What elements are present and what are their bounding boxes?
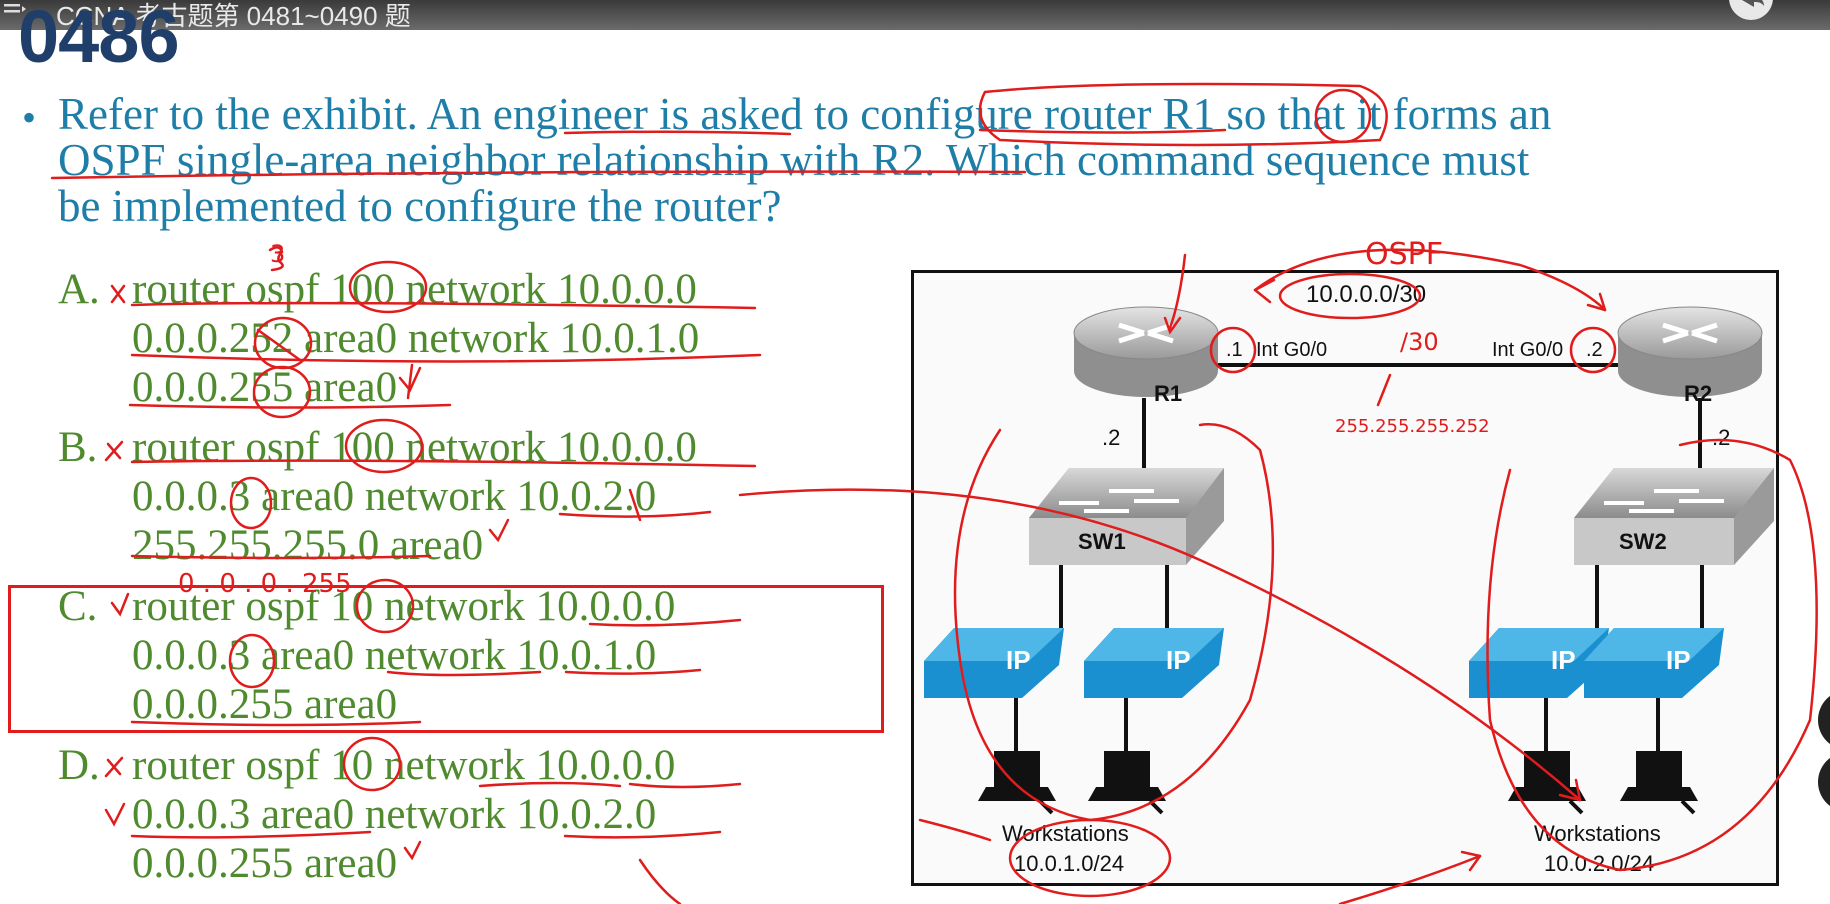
ip-phone-icon xyxy=(1584,628,1724,698)
player-control-button[interactable] xyxy=(1818,690,1830,750)
video-top-bar: CCNA 考古题第 0481~0490 题 xyxy=(0,0,1830,31)
ip-phone-icon xyxy=(924,628,1064,698)
workstation-icon xyxy=(1088,751,1166,815)
option-letter: B. xyxy=(58,424,98,471)
option-line: 0.0.0.255 area0 xyxy=(132,681,398,728)
ws2-label: Workstations xyxy=(1534,821,1661,846)
router-icon xyxy=(1073,306,1219,397)
r1-label: R1 xyxy=(1154,381,1183,406)
workstation-icon xyxy=(978,751,1056,815)
network-exhibit: R1 R2 .1 Int G0/0 Int G0/0 .2 10.0.0.0/3… xyxy=(911,270,1779,886)
workstation-icon xyxy=(1620,751,1698,815)
sw1-label: SW1 xyxy=(1078,529,1126,554)
video-title: CCNA 考古题第 0481~0490 题 xyxy=(56,1,411,31)
question-line-1: Refer to the exhibit. An engineer is ask… xyxy=(58,89,1552,139)
phone-label: IP xyxy=(1166,645,1191,675)
sw2-label: SW2 xyxy=(1619,529,1667,554)
r2-intf-ip: .2 xyxy=(1586,339,1603,361)
r2-intf: Int G0/0 xyxy=(1492,339,1564,361)
option-line: router ospf 10 network 10.0.0.0 xyxy=(132,742,676,789)
phone-label: IP xyxy=(1551,645,1576,675)
topology-diagram xyxy=(924,306,1774,815)
option-letter: D. xyxy=(58,742,100,789)
link-subnet: 10.0.0.0/30 xyxy=(1306,281,1427,308)
r1-intf: Int G0/0 xyxy=(1256,339,1328,361)
question-line-3: be implemented to configure the router? xyxy=(58,181,782,231)
share-icon[interactable] xyxy=(1728,0,1774,22)
ip-phone-icon xyxy=(1084,628,1224,698)
playlist-menu-icon[interactable] xyxy=(4,2,26,20)
option-line: 0.0.0.3 area0 network 10.0.2.0 xyxy=(132,791,657,838)
option-letter: C. xyxy=(58,583,98,630)
option-line: 0.0.0.255 area0 xyxy=(132,840,398,887)
workstation-icon xyxy=(1508,751,1586,815)
r1-lan-ip: .2 xyxy=(1102,425,1121,450)
r1-intf-ip: .1 xyxy=(1226,339,1243,361)
r2-lan-ip: .2 xyxy=(1712,425,1731,450)
option-line: 0.0.0.3 area0 network 10.0.2.0 xyxy=(132,473,657,520)
player-control-button[interactable] xyxy=(1818,752,1830,812)
switch-icon xyxy=(1574,468,1774,565)
bullet: • xyxy=(22,95,37,140)
option-line: 0.0.0.255 area0 xyxy=(132,364,398,411)
correct-answer-highlight xyxy=(8,585,884,733)
question-number: 0486 xyxy=(18,0,180,78)
ws2-subnet: 10.0.2.0/24 xyxy=(1544,851,1655,876)
option-line: router ospf 100 network 10.0.0.0 xyxy=(132,266,697,313)
option-letter: A. xyxy=(58,266,100,313)
handwritten-ospf: OSPF xyxy=(1365,237,1443,272)
handwritten-three: 3 xyxy=(270,240,285,268)
phone-label: IP xyxy=(1666,645,1691,675)
ws1-subnet: 10.0.1.0/24 xyxy=(1014,851,1125,876)
ws1-label: Workstations xyxy=(1002,821,1129,846)
r2-label: R2 xyxy=(1684,381,1713,406)
option-line: 0.0.0.252 area0 network 10.0.1.0 xyxy=(132,315,700,362)
option-line: 255.255.255.0 area0 xyxy=(132,522,484,569)
question-line-2: OSPF single-area neighbor relationship w… xyxy=(58,135,1530,185)
phone-label: IP xyxy=(1006,645,1031,675)
router-icon xyxy=(1617,306,1763,397)
option-line: router ospf 100 network 10.0.0.0 xyxy=(132,424,697,471)
switch-icon xyxy=(1029,468,1224,565)
